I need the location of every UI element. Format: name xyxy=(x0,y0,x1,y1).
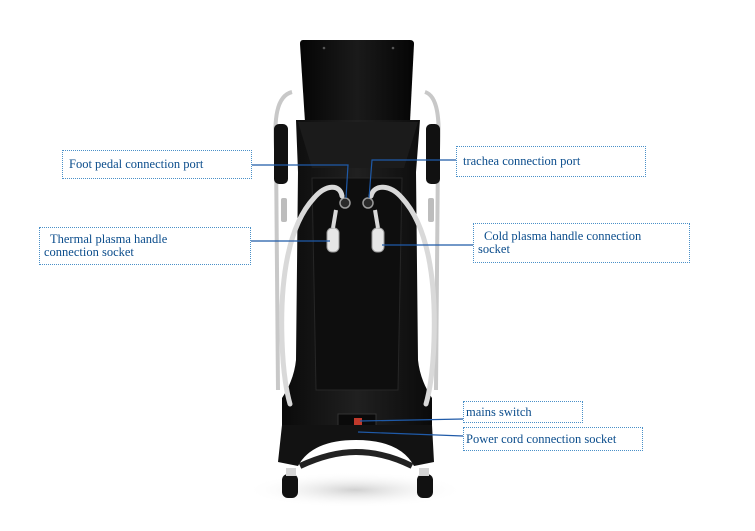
left-side-holder xyxy=(274,124,288,184)
thermal-text-line1: Thermal plasma handle xyxy=(50,232,168,246)
power-cord-text: Power cord connection socket xyxy=(466,432,617,446)
wheel-left-cap xyxy=(286,468,296,476)
trachea-port xyxy=(362,197,374,209)
right-holder-clip xyxy=(428,198,434,222)
foot-pedal-port xyxy=(339,197,351,209)
left-holder-clip xyxy=(281,198,287,222)
cold-handle-socket xyxy=(371,227,385,253)
foot-pedal-label: Foot pedal connection port xyxy=(62,150,252,179)
mains-switch xyxy=(354,418,362,425)
base xyxy=(278,425,434,466)
right-side-holder xyxy=(426,124,440,184)
leader-foot-pedal xyxy=(252,164,349,199)
base-front-foot xyxy=(298,448,414,469)
leader-mains-switch xyxy=(359,418,464,422)
thermal-handle-socket xyxy=(326,227,340,253)
wheel-right xyxy=(417,474,433,498)
right-cable xyxy=(368,184,437,407)
cold-handle-label: Cold plasma handle connection socket xyxy=(473,223,690,263)
trachea-label: trachea connection port xyxy=(456,146,646,177)
leader-lines xyxy=(250,159,473,437)
cold-text-line1: Cold plasma handle connection xyxy=(484,229,642,243)
wheel-right-cap xyxy=(419,468,429,476)
mains-switch-text: mains switch xyxy=(466,405,532,419)
thermal-handle-label: Thermal plasma handle connection socket xyxy=(39,227,251,265)
screen-screw-1 xyxy=(322,46,326,50)
front-panel xyxy=(311,177,403,391)
foot-pedal-text: Foot pedal connection port xyxy=(69,157,204,171)
screen-panel xyxy=(300,40,414,122)
screen-screw-2 xyxy=(391,46,395,50)
leader-power-cord xyxy=(357,431,464,437)
left-cable xyxy=(279,184,345,407)
trachea-text: trachea connection port xyxy=(463,154,581,168)
cold-text-line2: socket xyxy=(478,242,510,256)
thermal-text-line2: connection socket xyxy=(44,245,134,259)
mains-switch-label: mains switch xyxy=(463,401,583,423)
cold-socket-stem xyxy=(373,209,380,229)
leader-trachea xyxy=(368,159,456,199)
body-neck xyxy=(298,122,418,168)
thermal-socket-stem xyxy=(331,209,338,229)
wheel-left xyxy=(282,474,298,498)
power-cord-label: Power cord connection socket xyxy=(463,427,643,451)
floor-shadow xyxy=(245,472,465,508)
